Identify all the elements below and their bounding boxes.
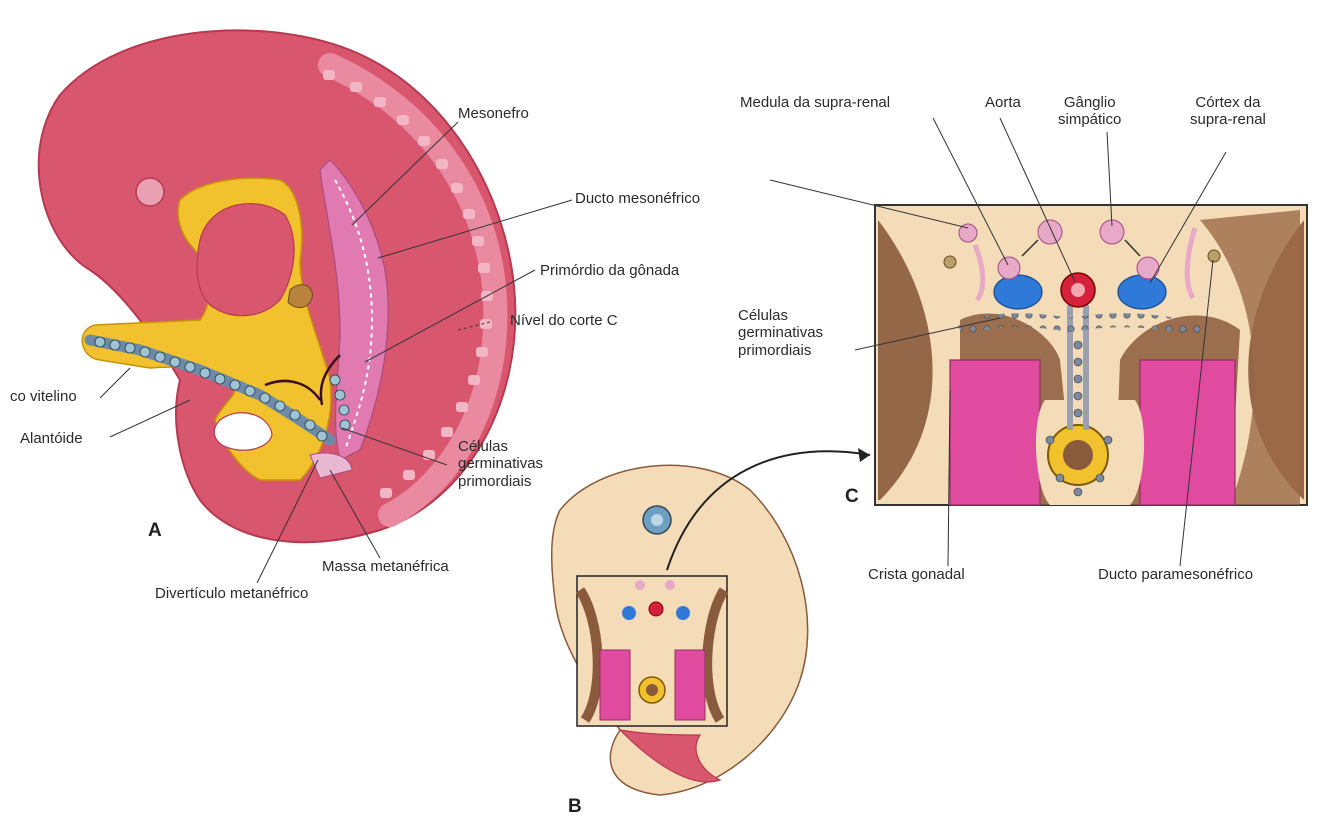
label-massa-metanefrica: Massa metanéfrica xyxy=(322,558,449,575)
label-ganglio-simpatico: Gânglio simpático xyxy=(1058,94,1121,129)
label-alantoide: Alantóide xyxy=(20,430,83,447)
label-nivel-corte: Nível do corte C xyxy=(510,312,618,329)
adrenal-cortex-right xyxy=(1118,275,1166,309)
label-cortex-supra-renal: Córtex da supra-renal xyxy=(1190,94,1266,129)
label-diverticulo-metanefrico: Divertículo metanéfrico xyxy=(155,585,308,602)
label-primordio-gonada: Primórdio da gônada xyxy=(540,262,679,279)
label-ducto-mesonefrico: Ducto mesonéfrico xyxy=(575,190,700,207)
adrenal-cortex-left xyxy=(994,275,1042,309)
ganglion-left xyxy=(1038,220,1062,244)
adrenal-medulla-right xyxy=(1137,257,1159,279)
adrenal-medulla-left xyxy=(998,257,1020,279)
panel-letter-a: A xyxy=(148,520,162,542)
label-medula-supra-renal: Medula da supra-renal xyxy=(740,94,890,111)
panel-letter-b: B xyxy=(568,796,582,818)
label-ducto-paramesonefrico: Ducto paramesonéfrico xyxy=(1098,566,1253,583)
label-crista-gonadal: Crista gonadal xyxy=(868,566,965,583)
section-b xyxy=(552,448,870,795)
label-mesonefro: Mesonefro xyxy=(458,105,529,122)
label-celulas-germinativas-c: Células germinativas primordiais xyxy=(738,307,823,359)
label-aorta: Aorta xyxy=(985,94,1021,111)
panel-letter-c: C xyxy=(845,486,859,508)
section-c xyxy=(875,205,1307,505)
label-ducto-vitelino: co vitelino xyxy=(10,388,77,405)
label-celulas-germinativas-a: Células germinativas primordiais xyxy=(458,438,543,490)
embryo-a xyxy=(39,30,516,542)
